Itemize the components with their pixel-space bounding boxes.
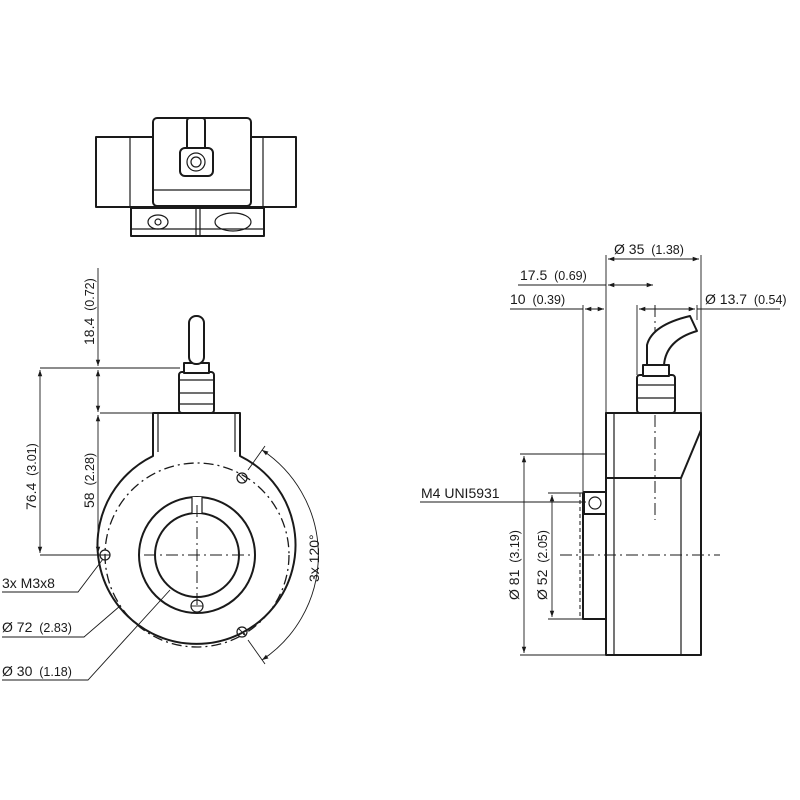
dim-bolt-circle: Ø 72 (2.83) xyxy=(2,619,72,635)
dim-mount-screws: 3x M3x8 xyxy=(2,575,55,591)
dim-cable-dia: Ø 13.7 (0.54) xyxy=(705,291,787,307)
front-cable xyxy=(188,315,205,365)
mount-hole xyxy=(236,626,248,638)
dim-depth-total: Ø 35 (1.38) xyxy=(614,241,684,257)
side-cable xyxy=(646,315,698,366)
dim-overall-height: 76.4 (3.01) xyxy=(23,443,39,510)
dim-flange: 10 (0.39) xyxy=(510,291,565,307)
top-view-gland xyxy=(179,147,214,177)
dim-clamp-screw: M4 UNI5931 xyxy=(421,485,500,501)
mount-hole xyxy=(236,472,248,484)
dim-cable-axis: 17.5 (0.69) xyxy=(520,267,587,283)
side-view-housing-top xyxy=(605,412,702,479)
side-cable-gland xyxy=(636,374,676,414)
side-view: Ø 35 (1.38) 17.5 (0.69) 10 (0.39) Ø 13.7… xyxy=(420,241,787,656)
front-view: 18.4 (0.72) 58 (2.28) 76.4 (3.01) 3x M3x… xyxy=(2,268,322,681)
dim-center-to-top: 58 (2.28) xyxy=(81,453,97,508)
side-cable-nut xyxy=(642,364,670,377)
dim-hub-dia: Ø 52 (2.05) xyxy=(534,530,550,600)
dim-cable-offset: 18.4 (0.72) xyxy=(81,278,97,345)
top-view-clamp xyxy=(130,207,265,237)
top-view xyxy=(95,117,297,237)
dim-angle: 3x 120° xyxy=(306,534,322,582)
side-view-clamp-screw xyxy=(583,491,607,515)
dim-bore: Ø 30 (1.18) xyxy=(2,663,72,679)
dim-outer-dia: Ø 81 (3.19) xyxy=(506,530,522,600)
